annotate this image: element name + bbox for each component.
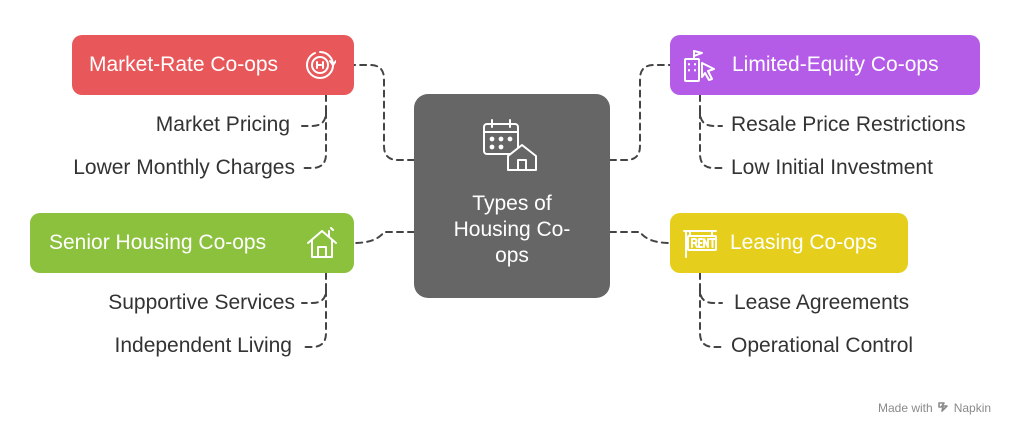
connector-supportive (301, 272, 327, 304)
branch-limited-equity: Limited-Equity Co-ops (670, 35, 980, 95)
branch-label: Leasing Co-ops (730, 231, 878, 254)
branch-leasing: Leasing Co-ops (670, 213, 908, 273)
sub-item-independent-living: Independent Living (114, 334, 293, 357)
connector-limited-equity (609, 64, 671, 161)
center-title: Types of Housing Co-ops (453, 192, 571, 267)
connector-operational (699, 289, 723, 348)
connector-lease-agreements (699, 272, 723, 304)
sub-item-supportive-services: Supportive Services (108, 291, 295, 314)
branch-market-rate: Market-Rate Co-ops (72, 35, 354, 95)
sub-item-low-initial-investment: Low Initial Investment (731, 156, 933, 179)
circular-arrows-coin-icon (304, 49, 337, 87)
sub-item-market-pricing: Market Pricing (155, 113, 290, 136)
sub-item-lease-agreements: Lease Agreements (734, 291, 910, 314)
center-node: Types of Housing Co-ops (414, 94, 610, 298)
branch-label: Senior Housing Co-ops (49, 231, 267, 254)
connector-leasing (609, 231, 671, 244)
building-flag-cursor-icon (682, 49, 718, 89)
sub-item-resale-price-restrictions: Resale Price Restrictions (731, 113, 966, 136)
connector-resale (699, 94, 723, 127)
sub-item-operational-control: Operational Control (731, 334, 914, 357)
calendar-house-icon (482, 118, 542, 177)
napkin-brand-text: Napkin (953, 401, 992, 415)
connector-lower-monthly (301, 111, 327, 169)
connector-senior (353, 231, 415, 244)
house-icon (305, 227, 339, 265)
branch-label: Market-Rate Co-ops (89, 53, 279, 76)
connector-independent (301, 289, 327, 348)
connector-low-initial (699, 111, 723, 169)
made-with-napkin: Made with Napkin (878, 401, 991, 415)
connector-market-rate (353, 64, 415, 161)
branch-label: Limited-Equity Co-ops (732, 53, 939, 76)
napkin-logo-icon (937, 401, 949, 415)
branch-senior-housing: Senior Housing Co-ops (30, 213, 354, 273)
sub-item-lower-monthly-charges: Lower Monthly Charges (73, 156, 295, 179)
made-with-text: Made with (878, 401, 933, 415)
connector-market-pricing (301, 94, 327, 127)
rent-sign-icon (682, 227, 718, 265)
